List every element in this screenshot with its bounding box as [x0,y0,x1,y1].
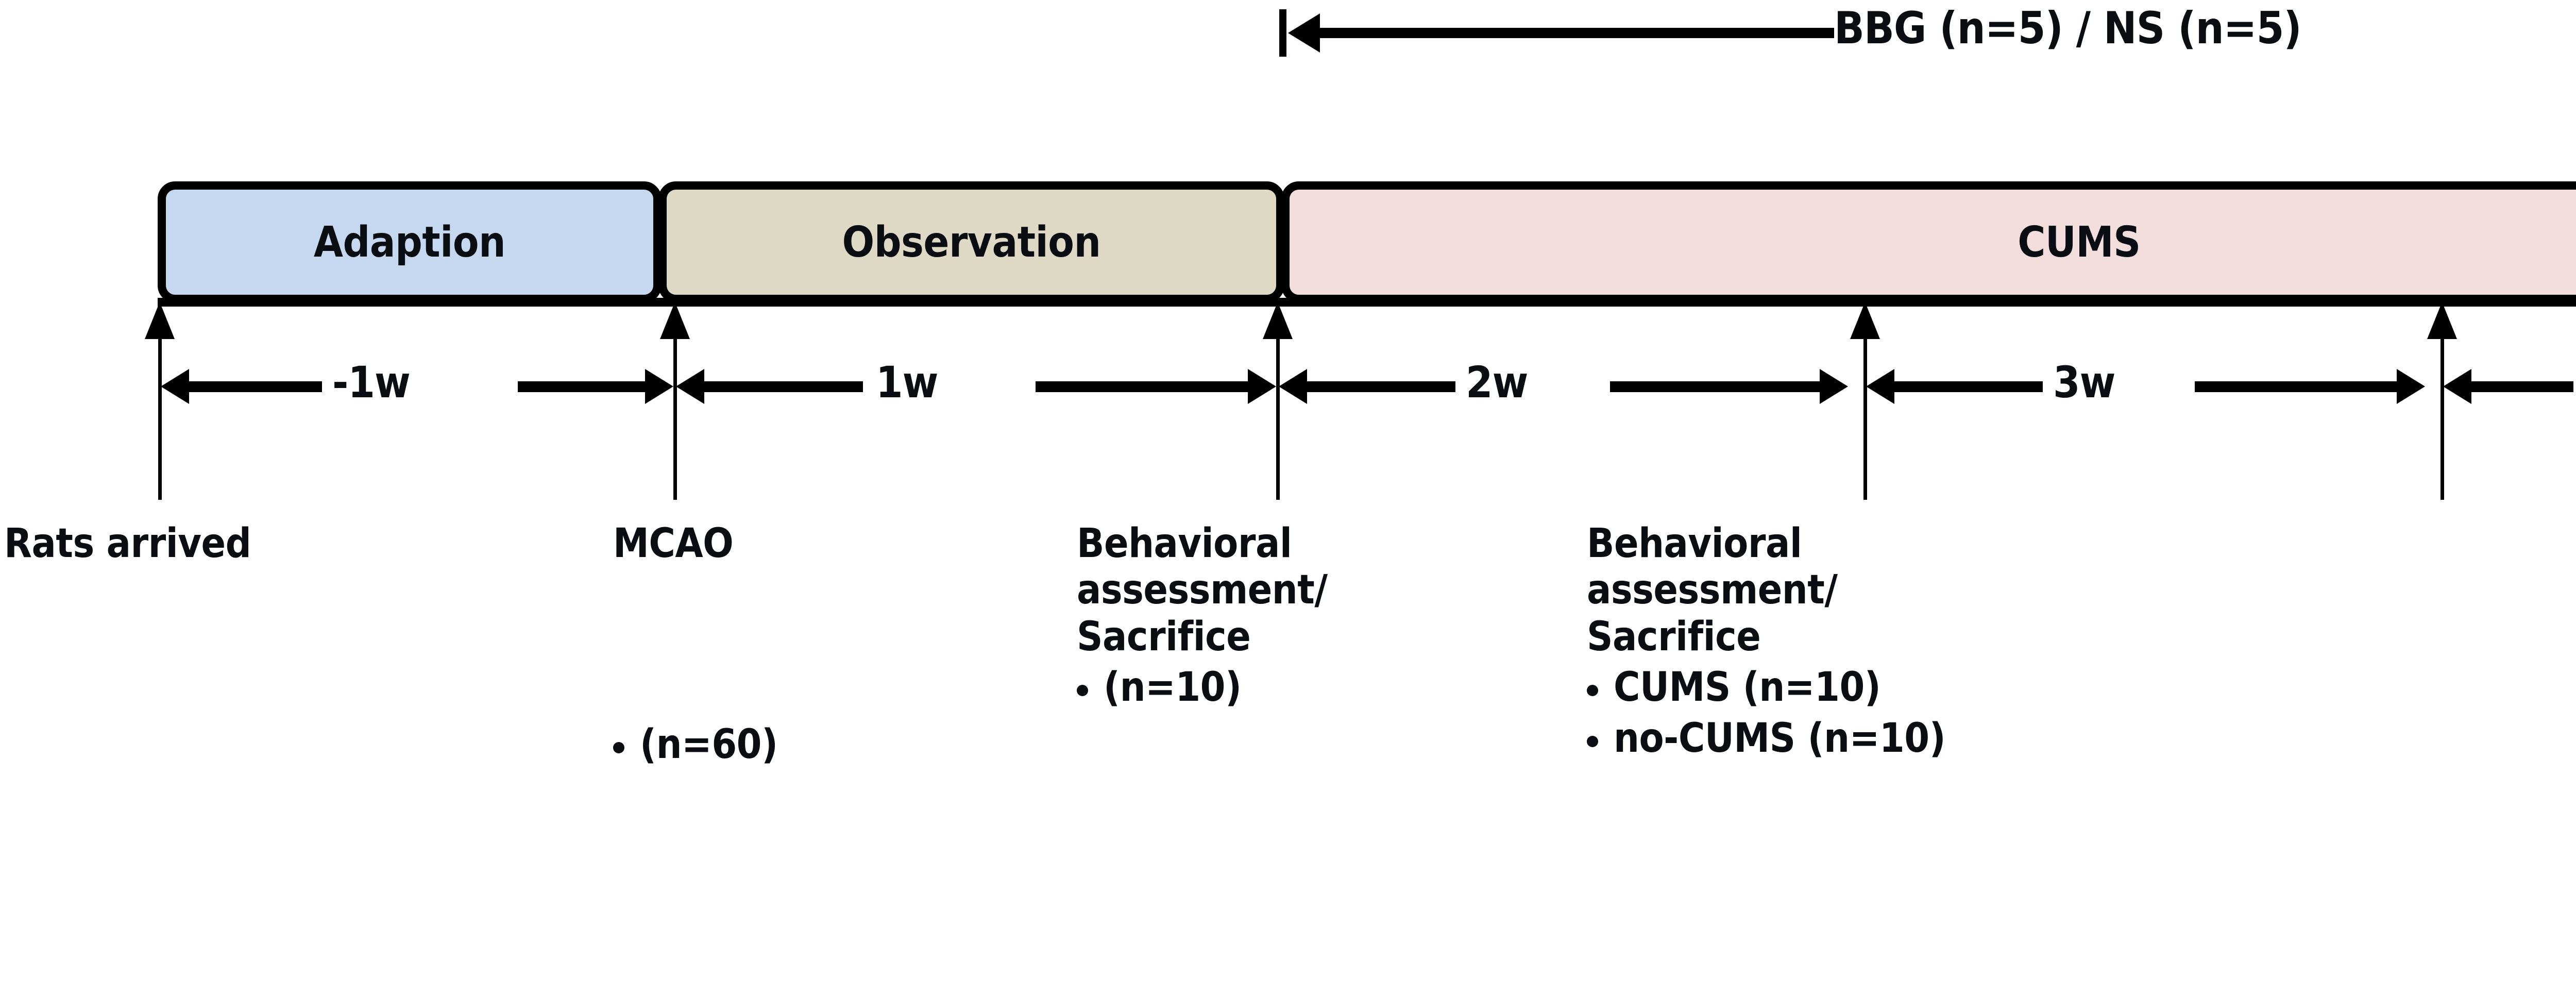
bullet-dot-icon [1587,735,1598,747]
phase-label-cums: CUMS [2018,217,2141,267]
bracket-arrow-left-line [1319,28,1834,38]
interval-2-left-head [1279,369,1307,404]
interval-2-label: 2w [1466,357,1528,408]
event-2-bullet-0-text: (n=10) [1104,664,1242,711]
bracket-label: BBG (n=5) / NS (n=5) [1834,3,2302,54]
event-label-assessment-2w: Behavioral assessment/ Sacrifice CUMS (n… [1587,520,1946,762]
tick-stem-0 [158,330,162,500]
event-3-bullet-1-text: no-CUMS (n=10) [1614,715,1946,762]
event-2-line-1: assessment/ [1077,567,1328,614]
bullet-dot-icon [613,742,624,754]
interval-3-left-line [1893,381,2043,392]
event-2-bullets: (n=10) [1077,664,1327,711]
interval-0-right-head [645,369,673,404]
interval-0-left-head [161,369,189,404]
interval-1-label: 1w [876,357,938,408]
interval-0-right-line [518,381,647,392]
event-3-bullet-1: no-CUMS (n=10) [1587,715,1946,762]
event-2-bullet-0: (n=10) [1077,664,1327,711]
tick-stem-4 [2441,330,2444,500]
interval-2-right-line [1610,381,1821,392]
bullet-dot-icon [1077,685,1088,697]
phase-bar-cums: CUMS [1281,181,2576,303]
axis-line [158,298,2576,307]
phase-label-adaption: Adaption [313,217,506,267]
interval-1-right-line [1036,381,1249,392]
event-label-mcao: MCAO (n=60) [613,520,778,768]
event-0-line-0: Rats arrived [4,520,251,567]
bracket-left-tick [1279,9,1286,57]
event-2-line-0: Behavioral [1077,520,1292,567]
event-1-bullet-0: (n=60) [613,721,778,768]
event-1-line-0: MCAO [613,520,734,567]
interval-3-right-head [2397,369,2425,404]
event-3-bullet-0-text: CUMS (n=10) [1614,664,1881,711]
tick-stem-2 [1276,330,1280,500]
interval-2-left-line [1306,381,1455,392]
interval-2-right-head [1820,369,1848,404]
interval-3-label: 3w [2053,357,2115,408]
interval-3-left-head [1866,369,1894,404]
event-3-line-1: assessment/ [1587,567,1838,614]
interval-0-label: -1w [332,357,411,408]
interval-4-left-head [2443,369,2471,404]
interval-1-right-head [1248,369,1276,404]
interval-4-left-line [2470,381,2573,392]
event-3-line-2: Sacrifice [1587,613,1761,660]
event-3-line-0: Behavioral [1587,520,1802,567]
phase-bar-adaption: Adaption [158,181,662,303]
event-1-bullet-0-text: (n=60) [640,721,778,768]
interval-1-left-line [703,381,863,392]
interval-3-right-line [2195,381,2398,392]
event-label-assessment-1w: Behavioral assessment/ Sacrifice (n=10) [1077,520,1328,711]
interval-1-left-head [676,369,704,404]
phase-bar-observation: Observation [658,181,1284,303]
event-3-bullet-0: CUMS (n=10) [1587,664,1945,711]
bracket-arrow-left-head [1288,13,1320,53]
event-2-line-2: Sacrifice [1077,613,1251,660]
bullet-dot-icon [1587,685,1598,697]
tick-stem-3 [1863,330,1867,500]
interval-0-left-line [188,381,322,392]
event-3-bullets: CUMS (n=10) no-CUMS (n=10) [1587,664,1946,762]
event-label-rats-arrived: Rats arrived [4,520,251,567]
event-1-bullets: (n=60) [613,721,778,768]
phase-label-observation: Observation [842,217,1101,267]
tick-stem-1 [673,330,677,500]
